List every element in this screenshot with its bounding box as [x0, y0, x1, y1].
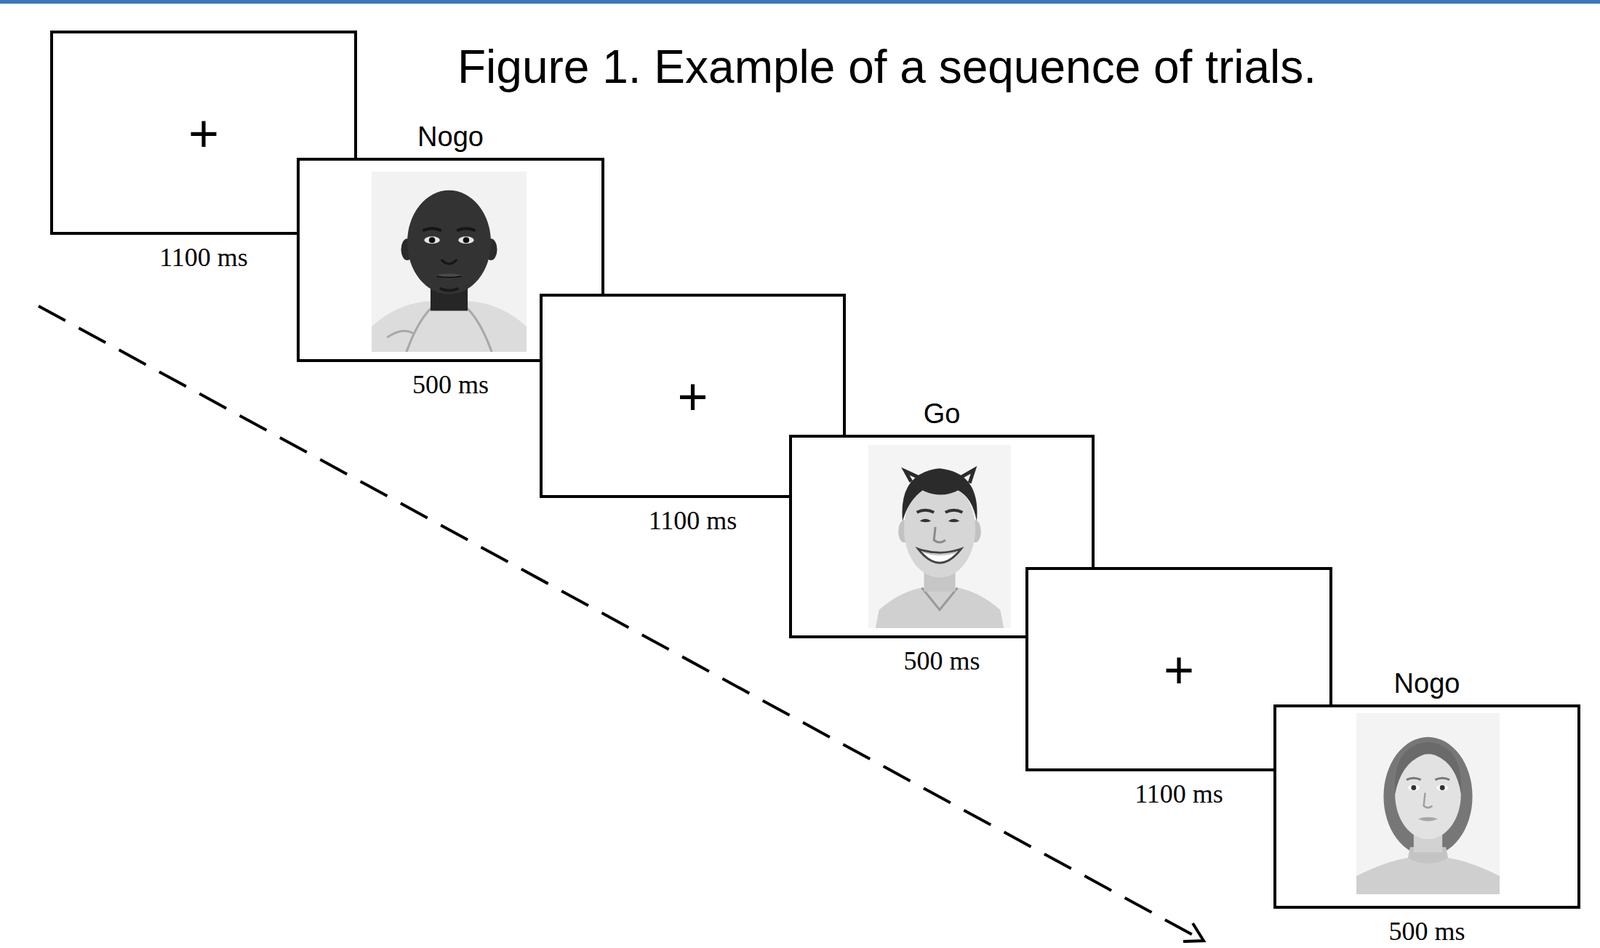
face-part	[1394, 742, 1462, 795]
trial-type-label: Nogo	[417, 120, 484, 155]
duration-label: 500 ms	[903, 645, 980, 678]
trial-type-label: Nogo	[1394, 667, 1461, 702]
face-part	[434, 273, 463, 279]
top-rule	[0, 0, 1600, 4]
face-part	[1408, 785, 1420, 792]
face-part	[1424, 793, 1433, 808]
face-part	[920, 519, 932, 523]
face-part	[1436, 785, 1448, 792]
face-photo	[868, 445, 1011, 629]
time-arrowhead	[1183, 923, 1204, 942]
face-part	[429, 237, 436, 243]
face-part	[463, 237, 470, 243]
trial-type-label: Go	[923, 397, 961, 432]
face-part	[424, 236, 440, 244]
face-part	[933, 527, 946, 543]
face-part	[371, 171, 527, 352]
fixation-cross: +	[1163, 643, 1195, 696]
face-part	[422, 228, 475, 231]
duration-label: 1100 ms	[159, 242, 248, 274]
duration-label: 500 ms	[1388, 916, 1465, 948]
face-part	[917, 510, 963, 513]
fixation-cross: +	[188, 106, 219, 160]
duration-label: 500 ms	[412, 369, 489, 401]
face-part	[901, 468, 977, 522]
face-photo	[371, 171, 527, 352]
face-part	[1406, 778, 1450, 780]
face-part	[875, 588, 1004, 629]
face-part	[458, 236, 474, 244]
face-part	[905, 469, 974, 483]
fixation-cross: +	[677, 370, 708, 423]
face-part	[407, 190, 491, 295]
face-part	[922, 552, 957, 555]
face-part	[386, 306, 492, 352]
face-part	[1410, 785, 1416, 791]
face-part	[441, 259, 457, 264]
face-part	[1418, 817, 1439, 822]
stimulus-frame: Nogo500 ms	[1273, 704, 1581, 910]
face-part	[1383, 737, 1472, 856]
face-part	[868, 445, 1011, 629]
face-photo	[1356, 713, 1500, 895]
face-part	[440, 288, 459, 291]
figure-title: Figure 1. Example of a sequence of trial…	[457, 39, 1317, 96]
face-part	[1356, 713, 1500, 895]
duration-label: 1100 ms	[648, 505, 738, 537]
face-part	[1440, 785, 1446, 791]
face-part	[918, 549, 962, 563]
face-part	[436, 276, 462, 278]
face-part	[948, 519, 960, 523]
duration-label: 1100 ms	[1134, 778, 1224, 811]
